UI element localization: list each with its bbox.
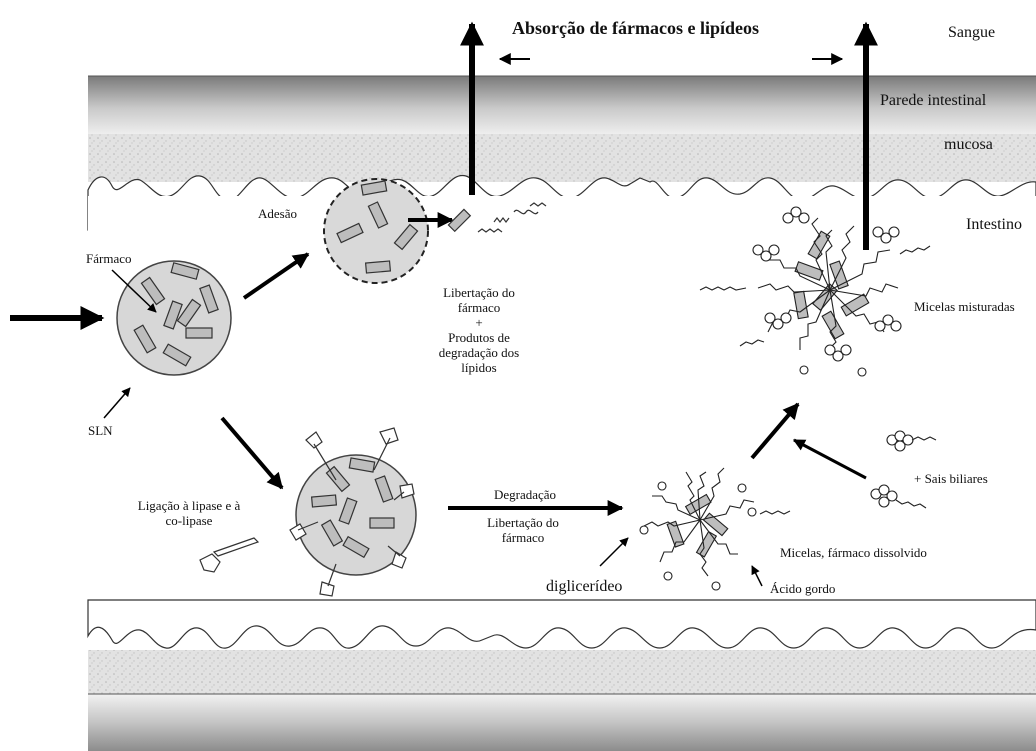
diglicerideo-pointer (600, 538, 628, 566)
label-degradacao: Degradação (470, 488, 580, 503)
libertacao-line1: Libertação do (424, 286, 534, 301)
title-absorption: Absorção de fármacos e lipídeos (512, 18, 759, 39)
arrow-to-lipase (222, 418, 282, 488)
label-sais-biliares: + Sais biliares (914, 472, 988, 487)
adhesion-particle (324, 179, 428, 283)
label-sangue: Sangue (948, 24, 995, 42)
label-libertacao-farmaco: Libertação do fármaco + Produtos de degr… (424, 286, 534, 376)
ligacao-line2: co-lipase (104, 514, 274, 529)
label-acido-gordo: Ácido gordo (770, 582, 835, 597)
label-ligacao-lipase: Ligação à lipase e à co-lipase (104, 499, 274, 529)
label-mucosa: mucosa (944, 136, 993, 154)
bile-salts (871, 431, 936, 508)
label-farmaco: Fármaco (86, 252, 131, 267)
arrow-to-adhesion (244, 254, 308, 298)
degradacao-line: Degradação (470, 488, 580, 503)
intestinal-wall-bottom (88, 694, 1036, 751)
libertacao2-line1: Libertação do (468, 516, 578, 531)
libertacao2-line2: fármaco (468, 531, 578, 546)
label-adesao: Adesão (258, 207, 297, 222)
arrow-to-mixed (752, 404, 798, 458)
micelle-dissolved (640, 468, 790, 590)
mucosa-top (88, 134, 1036, 182)
plus-sign: + (424, 316, 534, 331)
produtos-line1: Produtos de (424, 331, 534, 346)
label-sln: SLN (88, 424, 113, 439)
libertacao-line2: fármaco (424, 301, 534, 316)
label-intestino: Intestino (966, 216, 1022, 234)
arrow-bile (794, 440, 866, 478)
acido-pointer (752, 566, 762, 586)
label-diglicerideo: diglicerídeo (546, 578, 622, 596)
produtos-line3: lípidos (424, 361, 534, 376)
label-micelas-dissolvido: Micelas, fármaco dissolvido (780, 546, 927, 561)
villi-bottom (88, 600, 1036, 648)
mucosa-bottom (88, 650, 1036, 694)
label-parede-intestinal: Parede intestinal (880, 92, 986, 110)
label-micelas-misturadas: Micelas misturadas (914, 300, 1015, 315)
sln-pointer (104, 388, 130, 418)
produtos-line2: degradação dos (424, 346, 534, 361)
label-libertacao-2: Libertação do fármaco (468, 516, 578, 546)
ligacao-line1: Ligação à lipase e à (104, 499, 274, 514)
sln-particle (117, 261, 231, 375)
